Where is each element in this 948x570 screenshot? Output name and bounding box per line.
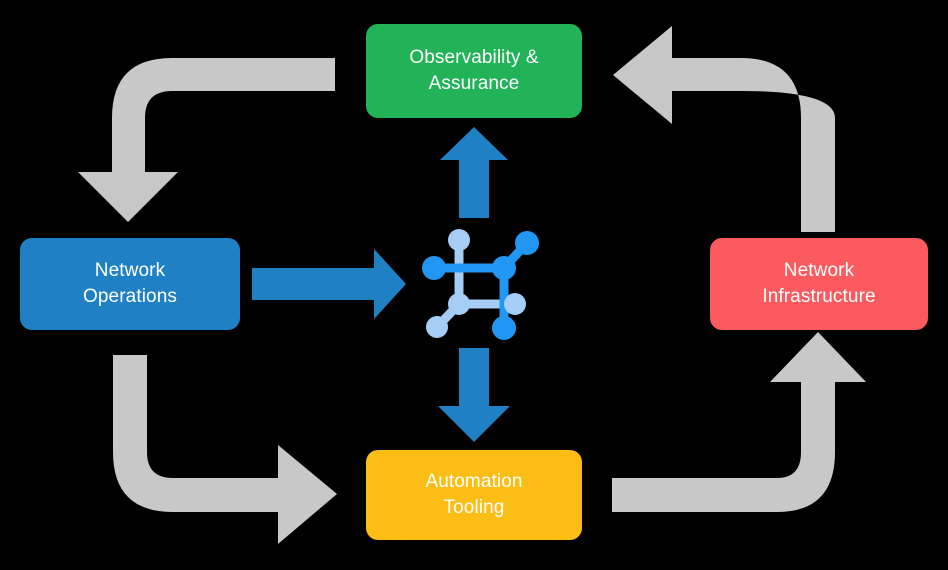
node-network-infrastructure-label: Network Infrastructure — [762, 260, 876, 307]
network-nodes-primary — [422, 231, 539, 340]
arrow-automation-to-infrastructure — [612, 332, 866, 512]
node-observability-assurance[interactable]: Observability & Assurance — [366, 24, 582, 118]
network-nodes-secondary — [426, 229, 526, 338]
node-network-operations[interactable]: Network Operations — [20, 238, 240, 330]
arrow-infrastructure-to-observability — [613, 26, 835, 232]
arrow-observability-to-operations — [78, 58, 335, 222]
node-automation-tooling[interactable]: Automation Tooling — [366, 450, 582, 540]
arrow-center-to-observability — [440, 127, 508, 218]
node-network-operations-label: Network Operations — [83, 260, 177, 307]
node-observability-label: Observability & Assurance — [409, 47, 539, 94]
network-topology-icon — [422, 229, 539, 340]
arrow-center-to-automation — [438, 348, 510, 442]
node-network-infrastructure[interactable]: Network Infrastructure — [710, 238, 928, 330]
arrow-operations-to-automation — [113, 355, 337, 544]
node-automation-tooling-label: Automation Tooling — [425, 471, 523, 518]
arrow-operations-to-center — [252, 249, 406, 319]
